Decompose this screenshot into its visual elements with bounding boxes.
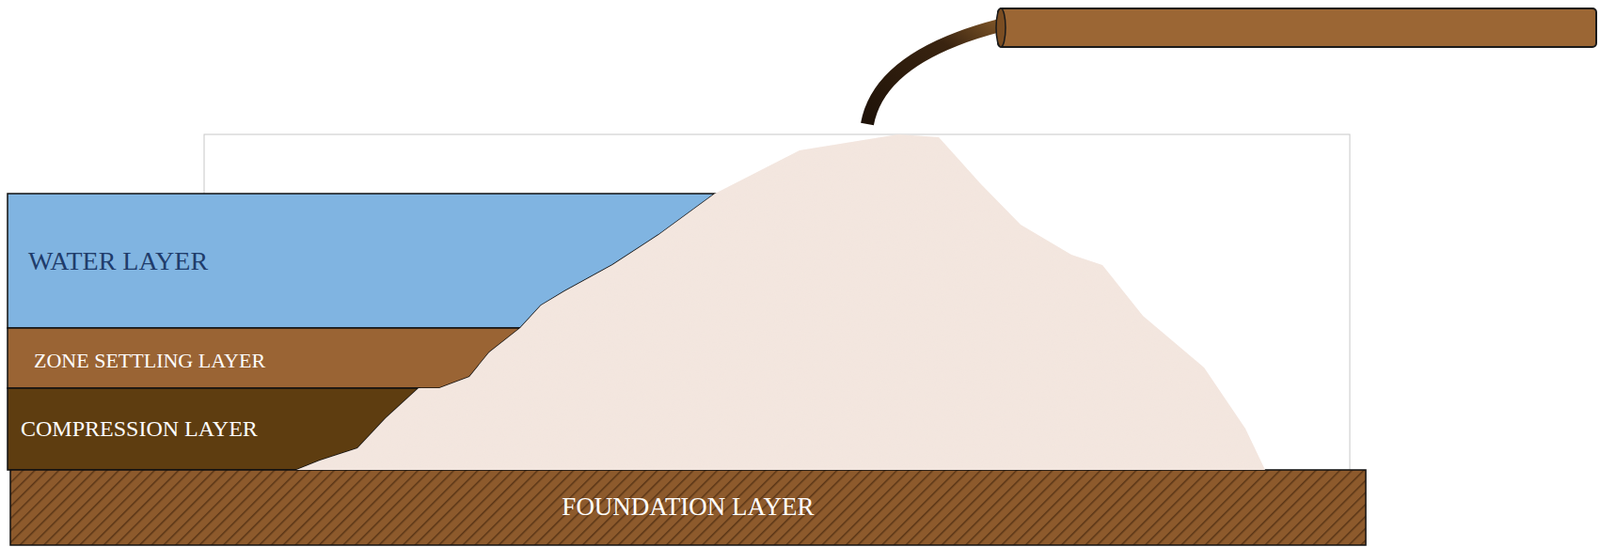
layer-label: ZONE SETTLING LAYER <box>33 348 429 373</box>
pipe-mouth <box>996 8 1006 48</box>
layer-fill <box>7 193 715 329</box>
layer-fill <box>10 470 1366 546</box>
layer-band: ZONE SETTLING LAYER <box>7 328 535 389</box>
layer-label: FOUNDATION LAYER <box>10 492 1366 523</box>
layer-band: FOUNDATION LAYER <box>10 470 1366 546</box>
layer-label: COMPRESSION LAYER <box>20 416 397 444</box>
layer-fill <box>7 388 419 471</box>
discharge-pipe <box>998 8 1597 48</box>
layer-label: WATER LAYER <box>28 246 405 277</box>
layer-fill <box>7 328 521 389</box>
sand-pile <box>296 134 1266 471</box>
layer-band: COMPRESSION LAYER <box>7 388 431 471</box>
layer-band: WATER LAYER <box>7 193 718 329</box>
pipe-spout <box>867 25 1000 125</box>
